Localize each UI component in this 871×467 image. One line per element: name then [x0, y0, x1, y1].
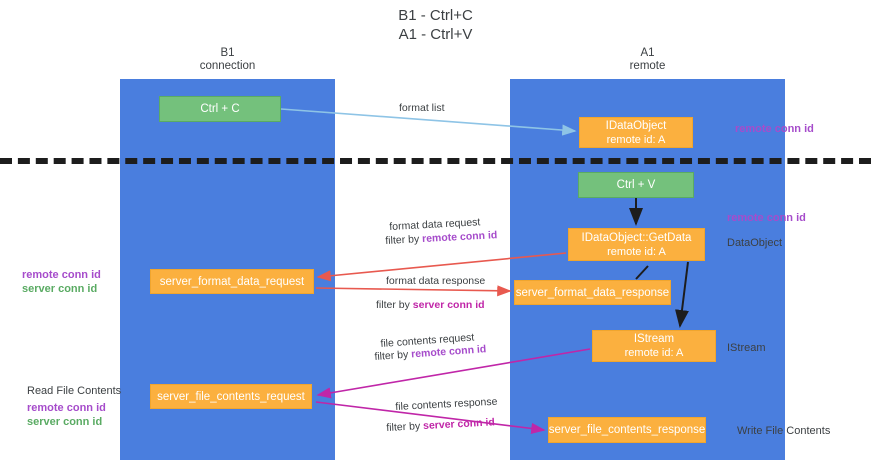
node-idataobject-label: IDataObject: [605, 119, 667, 132]
filter-prefix: filter by: [386, 420, 424, 434]
annotation-write-file-contents: Write File Contents: [737, 425, 831, 437]
filter-prefix: filter by: [385, 233, 423, 247]
annotation-remote-conn-id: remote conn id: [22, 269, 101, 281]
node-server-format-data-request[interactable]: server_format_data_request: [150, 269, 314, 294]
lane-header-a1: A1 remote: [510, 47, 785, 73]
filter-prefix: filter by: [374, 348, 412, 363]
edge-label-format-list: format list: [399, 102, 445, 114]
annotation-remote-conn-id-mid: remote conn id: [727, 212, 806, 224]
annotation-remote-conn-id: remote conn id: [27, 402, 106, 414]
node-server-file-contents-response[interactable]: server_file_contents_response: [548, 417, 706, 443]
node-server-format-data-response-label: server_format_data_response: [515, 286, 670, 299]
node-getdata[interactable]: IDataObject::GetData remote id: A: [568, 228, 705, 261]
edge-label-format-data-response-filter: filter by server conn id: [376, 298, 485, 312]
node-getdata-sub: remote id: A: [607, 245, 666, 258]
node-istream[interactable]: IStream remote id: A: [592, 330, 716, 362]
page-title-line1: B1 - Ctrl+C: [398, 7, 473, 24]
edge-label-format-data-response: format data response: [386, 275, 486, 287]
annotation-server-conn-id: server conn id: [22, 283, 98, 295]
page-title-line2: A1 - Ctrl+V: [398, 26, 473, 43]
annotation-left-ids-bottom: remote conn id server conn id: [27, 401, 106, 429]
arrow-format-data-response: [315, 285, 512, 297]
lane-header-b1-subtitle: connection: [199, 60, 256, 72]
node-ctrl-v[interactable]: Ctrl + V: [578, 172, 694, 198]
filter-key-server-conn-id: server conn id: [412, 299, 485, 311]
node-idataobject[interactable]: IDataObject remote id: A: [579, 117, 693, 148]
node-server-file-contents-response-label: server_file_contents_response: [548, 424, 706, 436]
filter-key-remote-conn-id: remote conn id: [410, 343, 487, 361]
edge-label-file-contents-response-filter: filter by server conn id: [386, 415, 495, 435]
annotation-read-file-contents: Read File Contents: [27, 385, 122, 397]
filter-key-remote-conn-id: remote conn id: [421, 229, 498, 246]
lane-header-a1-subtitle: remote: [629, 60, 666, 72]
node-server-file-contents-request-label: server_file_contents_request: [157, 390, 305, 403]
page-title: B1 - Ctrl+C A1 - Ctrl+V: [0, 6, 871, 44]
node-istream-label: IStream: [633, 333, 675, 345]
node-idataobject-sub: remote id: A: [606, 133, 666, 146]
filter-key-server-conn-id: server conn id: [422, 416, 496, 433]
node-ctrl-c[interactable]: Ctrl + C: [159, 96, 281, 122]
edge-label-file-contents-response: file contents response: [395, 395, 498, 413]
lane-header-a1-title: A1: [640, 47, 655, 59]
lane-header-b1: B1 connection: [120, 47, 335, 73]
node-ctrl-c-label: Ctrl + C: [200, 103, 240, 115]
node-getdata-label: IDataObject::GetData: [581, 231, 692, 244]
annotation-left-ids-top: remote conn id server conn id: [22, 268, 101, 296]
node-ctrl-v-label: Ctrl + V: [616, 179, 656, 191]
node-server-format-data-request-label: server_format_data_request: [159, 275, 305, 288]
node-server-format-data-response[interactable]: server_format_data_response: [514, 280, 671, 305]
annotation-remote-conn-id-top: remote conn id: [735, 123, 814, 135]
annotation-server-conn-id: server conn id: [27, 416, 103, 428]
lane-header-b1-title: B1: [220, 47, 235, 59]
annotation-dataobject: DataObject: [727, 237, 783, 249]
node-istream-sub: remote id: A: [624, 347, 684, 359]
annotation-istream: IStream: [727, 342, 766, 354]
filter-prefix: filter by: [376, 299, 413, 311]
node-server-file-contents-request[interactable]: server_file_contents_request: [150, 384, 312, 409]
phase-divider: [0, 158, 871, 164]
